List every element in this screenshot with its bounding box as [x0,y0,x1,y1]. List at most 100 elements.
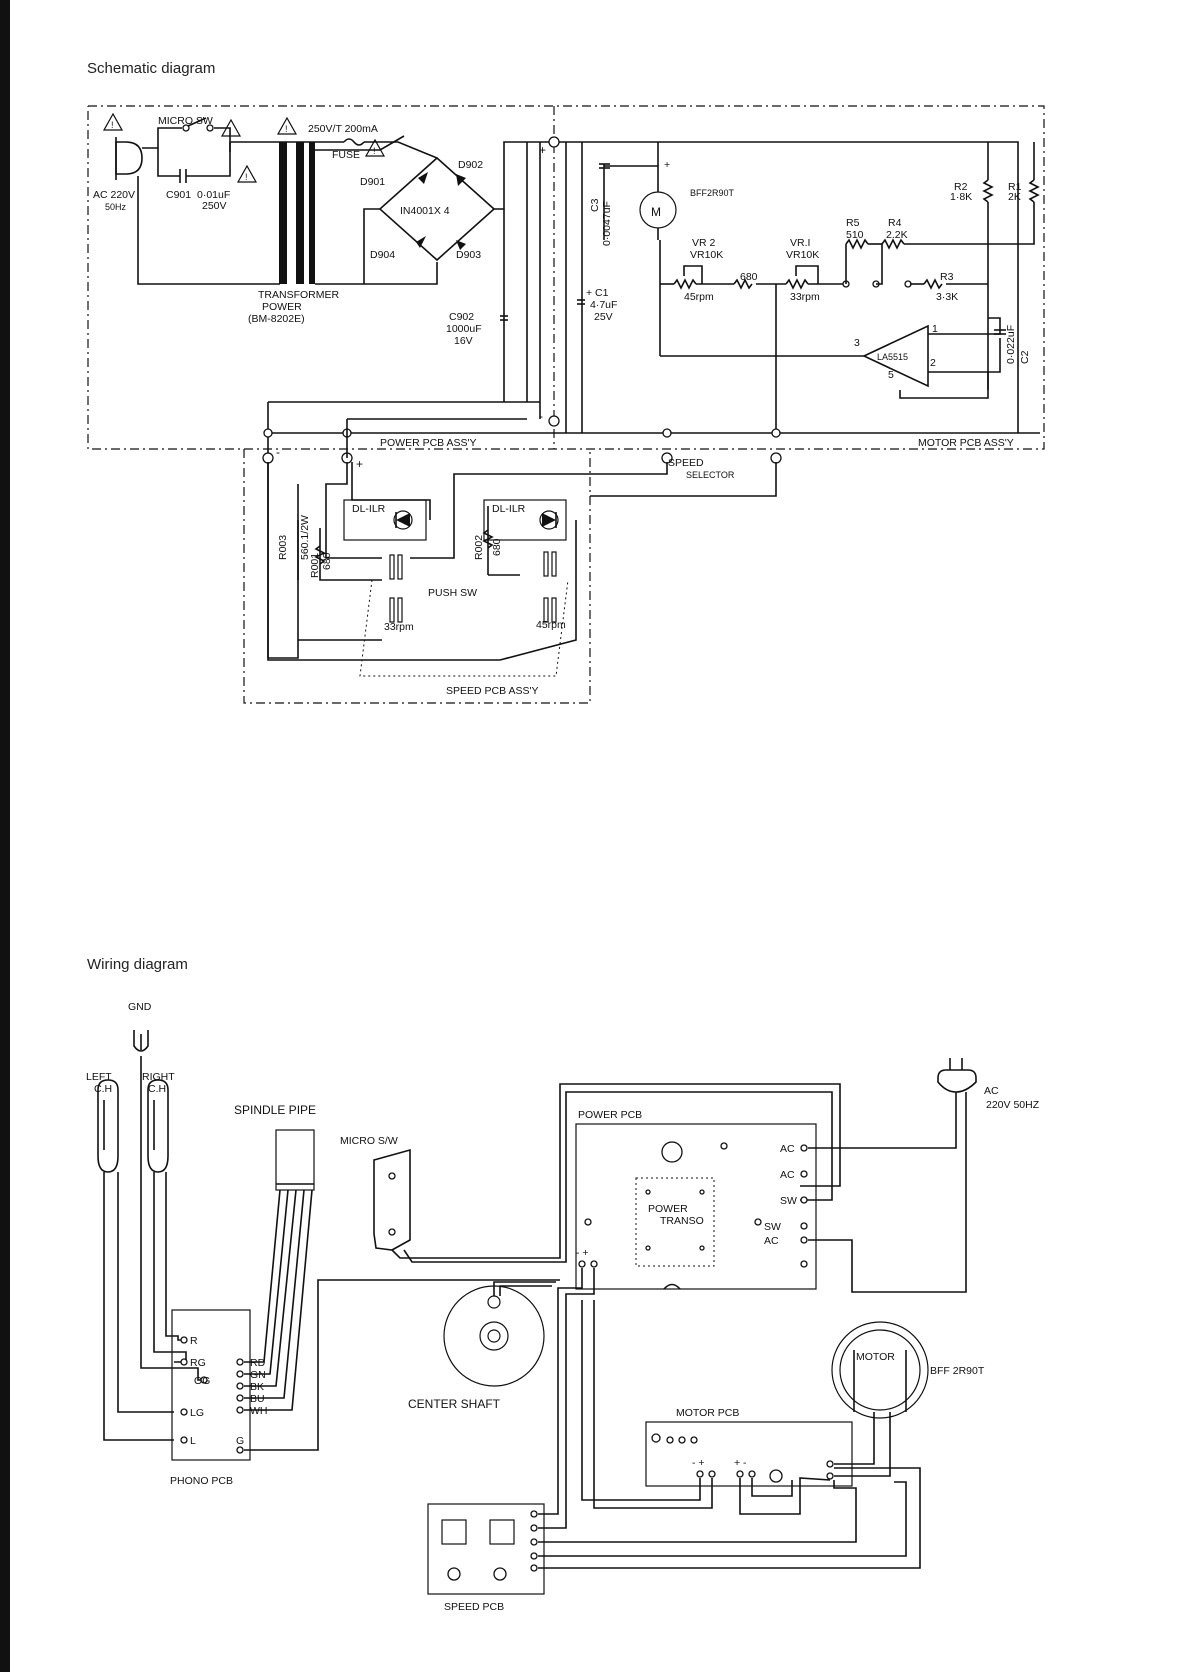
transformer-model: (BM-8202E) [248,313,305,325]
c901-value: 0·01uF [197,189,230,201]
d902-label: D902 [458,159,483,171]
terminal-sw-2: SW [764,1221,781,1233]
r001-label: R001 [309,553,321,578]
bridge-rectifier [363,141,554,402]
phono-pin-l: L [190,1435,196,1447]
led-right-label: DL-ILR [492,503,526,515]
phono-pin-lg: LG [190,1407,204,1419]
plus-sign: + [664,159,670,171]
led-left-label: DL-ILR [352,503,386,515]
svg-text:!: ! [373,146,376,156]
svg-text:!: ! [285,124,288,134]
wire-bk: BK [250,1381,264,1393]
micro-switch [373,1083,841,1263]
r4-label: R4 [888,217,902,229]
phono-pin-g: G [236,1435,244,1447]
terminal-ac-1: AC [780,1143,795,1155]
ac-freq-label: 50Hz [105,202,127,212]
motor-pcb-label: MOTOR PCB ASS'Y [918,437,1014,449]
micro-sw-label: MICRO S/W [340,1135,398,1147]
vr1-label: VR.I [790,237,810,249]
vr2-value: VR10K [690,249,723,261]
power-transformer [279,135,438,285]
speed-selector-label-2: SELECTOR [686,470,735,480]
power-pcb-label: POWER PCB [578,1109,642,1121]
ac-plug-rating: 220V 50HZ [986,1099,1040,1111]
warning-icon: ! [364,138,386,157]
c902-voltage: 16V [454,335,473,347]
vr1-value: VR10K [786,249,819,261]
ac-plug [937,1058,977,1093]
speed-pcb-circuit [262,419,782,677]
warning-icon: ! [102,112,124,131]
plus-sign: + [539,143,546,157]
power-transo-sub: TRANSO [660,1215,704,1227]
wire-gn: GN [250,1369,266,1381]
wiring-diagram: GND LEFT C.H RIGHT C.H SPINDLE PIPE MICR… [86,1001,1040,1613]
motor-model-label: BFF 2R90T [930,1365,985,1377]
right-ch-sub: C.H [148,1083,166,1095]
warning-icon: ! [276,116,298,135]
r3-value: 3·3K [936,291,958,303]
speed-pcb [427,1503,545,1595]
pin-2-label: 2 [930,357,936,369]
schematic-diagram: ! ! ! ! ! [87,105,1045,704]
page-edge-bar [0,0,10,1672]
r3-label: R3 [940,271,954,283]
speed-pcb-label: SPEED PCB [444,1601,504,1613]
motor-label: MOTOR [856,1351,895,1363]
svg-text:!: ! [111,120,114,130]
phono-pin-r: R [190,1335,198,1347]
r003-value: 560.1/2W [299,515,311,560]
fuse-label: FUSE [332,149,360,161]
c901-voltage: 250V [202,200,227,212]
terminal-ac-2: AC [780,1169,795,1181]
r4-value: 2.2K [886,229,908,241]
right-ch-label: RIGHT [142,1071,175,1083]
r5-label: R5 [846,217,860,229]
phono-pcb [171,1309,251,1461]
minus-sign: - [276,445,280,459]
terminal-ac-3: AC [764,1235,779,1247]
bridge-label: IN4001X 4 [400,205,450,217]
terminal-sw-1: SW [780,1195,797,1207]
ic-la5515 [660,317,1006,399]
left-ch-label: LEFT [86,1071,112,1083]
power-pcb [575,1092,967,1293]
motor-model-label: BFF2R90T [690,188,735,198]
minus-sign: - [539,409,543,423]
motor [831,1321,929,1419]
ic-label: LA5515 [877,352,908,362]
c901-label: C901 [166,189,191,201]
c1-label: + C1 [586,287,609,299]
dc-rails [267,136,1040,658]
motor-pcb-polarity-right: + - [734,1457,747,1469]
motor-pcb-label: MOTOR PCB [676,1407,739,1419]
r1-label: R1 [1008,181,1022,193]
warning-icon: ! [236,164,258,183]
wiring-labels: GND LEFT C.H RIGHT C.H SPINDLE PIPE MICR… [86,1001,1040,1613]
c902-label: C902 [449,311,474,323]
wire-bu: BU [250,1393,265,1405]
d904-label: D904 [370,249,395,261]
c3-label: C3 [589,198,601,212]
c1-value: 4·7uF [590,299,617,311]
ac-plug-label: AC [984,1085,999,1097]
ac-source-label: AC 220V [93,189,135,201]
phono-pin-og: OG [194,1375,210,1387]
spindle-pipe [244,1129,560,1451]
wire-rd: RD [250,1357,266,1369]
pin-3-label: 3 [854,337,860,349]
motor-m-label: M [651,205,661,219]
power-pcb-label: POWER PCB ASS'Y [380,437,477,449]
sw-33-label: 33rpm [384,621,414,633]
r1-value: 2K [1008,191,1021,203]
left-ch-sub: C.H [94,1083,112,1095]
gnd-label: GND [128,1001,152,1013]
d901-label: D901 [360,176,385,188]
center-shaft [443,1281,556,1387]
power-pcb-polarity: - + [576,1247,589,1259]
r680-label: 680 [740,271,758,283]
transformer-label: TRANSFORMER [258,289,340,301]
phono-pcb-label: PHONO PCB [170,1475,233,1487]
